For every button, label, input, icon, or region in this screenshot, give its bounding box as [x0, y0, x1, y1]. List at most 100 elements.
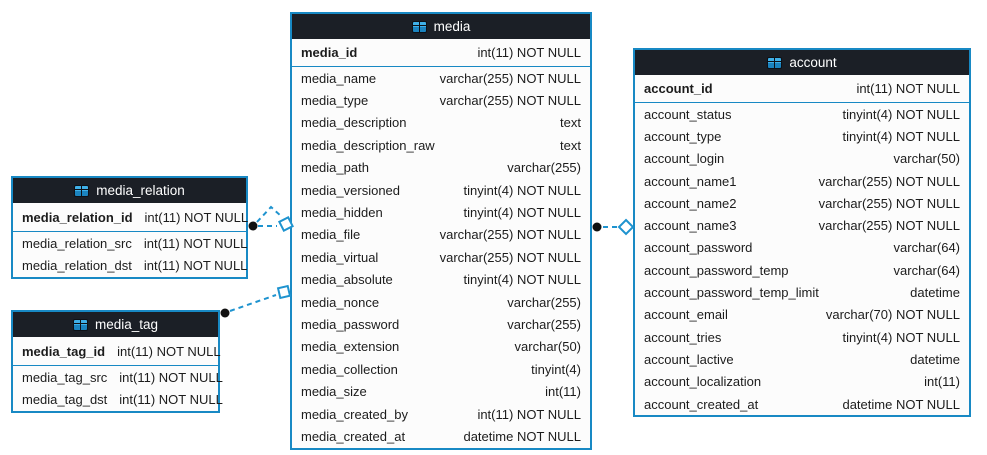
column-type: tinyint(4) NOT NULL — [842, 128, 960, 144]
column-type: datetime — [910, 351, 960, 367]
column-type: tinyint(4) NOT NULL — [463, 272, 581, 288]
column-type: varchar(64) — [893, 262, 960, 278]
column-name: account_login — [644, 151, 725, 167]
column-type: tinyint(4) NOT NULL — [463, 205, 581, 221]
table-media-tag-header[interactable]: media_tag — [13, 312, 218, 337]
column-row[interactable]: media_file varchar(255) NOT NULL — [292, 224, 590, 246]
column-name: media_created_by — [301, 406, 408, 422]
column-name: media_size — [301, 384, 367, 400]
column-row[interactable]: account_email varchar(70) NOT NULL — [635, 304, 969, 326]
column-row[interactable]: account_login varchar(50) — [635, 148, 969, 170]
column-row[interactable]: media_tag_src int(11) NOT NULL — [13, 366, 223, 389]
column-type: int(11) NOT NULL — [119, 369, 223, 385]
column-type: int(11) NOT NULL — [144, 209, 249, 225]
column-name: media_file — [301, 227, 361, 243]
column-name: account_lactive — [644, 351, 734, 367]
column-type: text — [560, 137, 581, 153]
column-type: tinyint(4) NOT NULL — [842, 106, 960, 122]
column-name: media_virtual — [301, 249, 379, 265]
column-name: media_versioned — [301, 182, 401, 198]
column-name: media_nonce — [301, 294, 380, 310]
column-name: account_type — [644, 128, 722, 144]
column-type: tinyint(4) — [531, 361, 581, 377]
column-type: varchar(255) NOT NULL — [818, 218, 960, 234]
column-row[interactable]: media_absolute tinyint(4) NOT NULL — [292, 269, 590, 291]
column-row[interactable]: account_lactive datetime — [635, 348, 969, 370]
column-type: int(11) NOT NULL — [143, 258, 248, 274]
column-name: account_name1 — [644, 173, 737, 189]
column-type: int(11) NOT NULL — [119, 392, 223, 408]
column-type: varchar(255) NOT NULL — [439, 227, 581, 243]
cardinality-dot — [592, 222, 602, 232]
column-type: varchar(255) — [507, 316, 581, 332]
column-name: account_created_at — [644, 396, 759, 412]
column-type: datetime NOT NULL — [463, 428, 581, 444]
cardinality-diamond — [617, 218, 635, 236]
column-row[interactable]: media_password varchar(255) — [292, 313, 590, 335]
column-row[interactable]: media_nonce varchar(255) — [292, 291, 590, 313]
table-icon — [74, 184, 90, 197]
column-name: media_tag_src — [22, 369, 108, 385]
column-row[interactable]: account_type tinyint(4) NOT NULL — [635, 125, 969, 147]
column-name: media_password — [301, 316, 400, 332]
column-name: account_id — [644, 81, 713, 96]
column-name: media_path — [301, 160, 369, 176]
column-type: varchar(255) — [507, 294, 581, 310]
table-media-relation-header[interactable]: media_relation — [13, 178, 246, 203]
column-name: account_localization — [644, 374, 762, 390]
column-name: media_absolute — [301, 272, 393, 288]
column-type: varchar(255) NOT NULL — [818, 195, 960, 211]
column-name: account_email — [644, 307, 728, 323]
relation-line — [256, 205, 282, 223]
column-type: varchar(50) — [893, 151, 960, 167]
table-media-header[interactable]: media — [292, 14, 590, 39]
cardinality-dot — [248, 221, 258, 231]
table-account-header[interactable]: account — [635, 50, 969, 75]
column-type: varchar(255) NOT NULL — [439, 93, 581, 109]
column-row[interactable]: media_hidden tinyint(4) NOT NULL — [292, 201, 590, 223]
column-name: account_password — [644, 240, 753, 256]
column-type: varchar(255) NOT NULL — [439, 70, 581, 86]
column-type: varchar(70) NOT NULL — [825, 307, 960, 323]
column-name: media_hidden — [301, 205, 383, 221]
